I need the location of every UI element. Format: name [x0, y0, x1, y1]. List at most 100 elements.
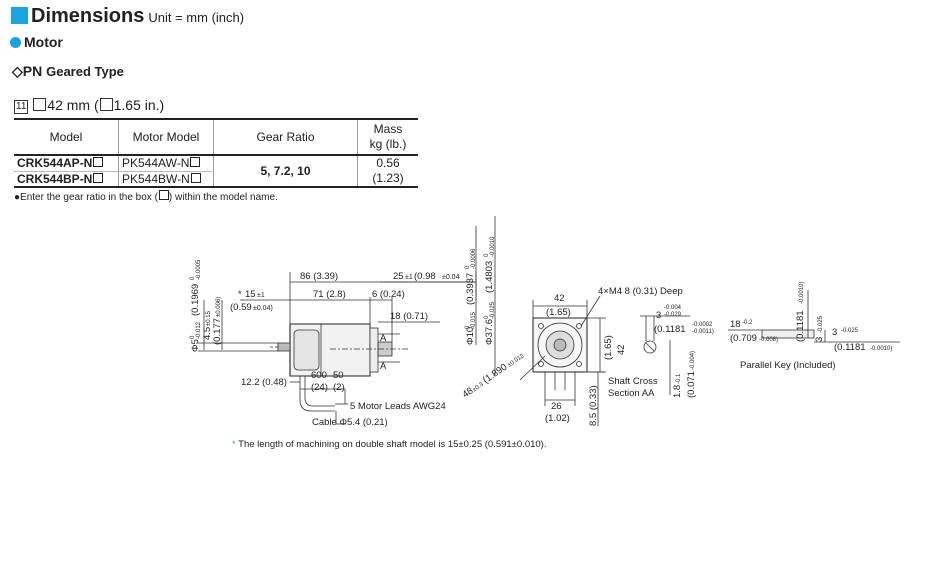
svg-text:0: 0: [190, 276, 196, 280]
connector-block: [293, 329, 320, 371]
dim-122: 12.2 (0.48): [241, 377, 287, 388]
dim-48: 48: [460, 385, 475, 400]
dim-6: 6 (0.24): [372, 289, 405, 300]
svg-text:±0.012: ±0.012: [507, 353, 526, 369]
svg-text:-0.004): -0.004): [690, 351, 696, 370]
svg-text:-0.0005: -0.0005: [196, 259, 202, 280]
svg-text:0: 0: [484, 253, 490, 257]
dim-01181: (0.1181: [654, 324, 686, 335]
spec-table: Model Motor Model Gear Ratio Mass kg (lb…: [14, 118, 418, 188]
figure-number: 11: [14, 100, 29, 114]
asterisk-icon: *: [232, 439, 236, 450]
rear-shaft: [277, 342, 291, 352]
dim-25-in: (0.98: [414, 271, 436, 282]
square-outline-icon: [190, 172, 201, 183]
gearhead-flange: [369, 327, 379, 373]
frame-size-inch: 1.65 in.): [113, 97, 165, 113]
svg-text:±0.006): ±0.006): [216, 297, 222, 317]
svg-text:-0.025: -0.025: [841, 328, 859, 334]
dim-165-side: (1.65): [603, 335, 614, 360]
square-bullet-icon: [11, 7, 28, 24]
mass-cell: 0.56 (1.23): [357, 155, 418, 188]
dim-85: 8.5 (0.33): [588, 385, 599, 426]
gear-ratio-cell: 5, 7.2, 10: [213, 155, 358, 188]
svg-text:0: 0: [190, 335, 196, 339]
dim-18: 18 (0.71): [390, 311, 428, 322]
square-outline-icon: [93, 157, 104, 168]
dim-phi5: Φ5: [190, 339, 201, 352]
dim-18b: 1.8: [672, 385, 683, 398]
pilot-circle: [537, 322, 583, 368]
dim-165-top: (1.65): [546, 307, 571, 318]
svg-text:-0.1: -0.1: [676, 373, 682, 384]
dim-600: 600: [311, 370, 327, 381]
dim-15-tol: ±1: [257, 292, 265, 299]
frame-size-line: 11 42 mm ( 1.65 in.): [14, 97, 164, 114]
dim-phi10-in: (0.3937: [465, 273, 476, 305]
dim-42-side: 42: [616, 344, 627, 355]
svg-text:-0.015: -0.015: [471, 311, 477, 329]
subtype-title: ◇PN Geared Type: [12, 63, 124, 80]
svg-text:-0.029: -0.029: [664, 312, 682, 318]
svg-text:-0.0006: -0.0006: [471, 248, 477, 269]
square-outline-icon: [93, 172, 104, 183]
dim-45: 4.5: [202, 327, 213, 340]
svg-text:-0.0002: -0.0002: [692, 322, 713, 328]
dim-3b-vert: 3: [814, 337, 825, 342]
svg-text:±0.3: ±0.3: [472, 381, 486, 393]
square-outline-icon: [33, 98, 47, 111]
col-mass-label: Mass: [373, 122, 403, 136]
output-shaft-end: [553, 338, 567, 352]
svg-text:-0.0011): -0.0011): [692, 329, 714, 335]
dim-2: (2): [333, 382, 345, 393]
dim-25: 25: [393, 271, 404, 282]
dim-86: 86 (3.39): [300, 271, 338, 282]
parallel-key: [761, 329, 815, 339]
model-cell: CRK544AP-N: [14, 155, 119, 172]
dim-phi10: Φ10: [465, 327, 476, 345]
motor-leads-label: 5 Motor Leads AWG24: [350, 401, 446, 412]
dim-15: 15: [245, 289, 256, 300]
square-outline-icon: [158, 190, 169, 200]
dim-0071: (0.071: [686, 371, 697, 398]
svg-text:0: 0: [465, 265, 471, 269]
dim-25-tol: ±1: [405, 274, 413, 281]
square-outline-icon: [99, 98, 113, 111]
circle-bullet-icon: [10, 37, 21, 48]
dim-059-tol: ±0.04): [253, 305, 273, 312]
footnote: * The length of machining on double shaf…: [232, 439, 547, 450]
col-gear-ratio: Gear Ratio: [213, 118, 358, 156]
subtype-name: Geared Type: [46, 64, 124, 79]
svg-text:-0.2: -0.2: [742, 320, 753, 326]
dim-71: 71 (2.8): [313, 289, 346, 300]
section-label-a: A: [380, 361, 387, 372]
subtype-prefix: ◇PN: [12, 63, 43, 79]
section-title: Motor: [10, 34, 63, 50]
motor-model-cell: PK544AW-N: [118, 155, 214, 172]
dim-phi5-in: (0.1969: [190, 284, 201, 316]
table-row: CRK544BP-N PK544BW-N: [14, 171, 418, 188]
dim-3b: 3: [832, 327, 837, 338]
frame-size: 42 mm (: [47, 97, 99, 113]
col-mass-unit: kg (lb.): [369, 137, 407, 151]
svg-text:-0.025: -0.025: [818, 315, 824, 333]
svg-text:±0.15: ±0.15: [206, 310, 212, 326]
col-motor-model: Motor Model: [118, 118, 214, 156]
cable-label: Cable Φ5.4 (0.21): [312, 417, 388, 428]
section-label-a: A: [380, 333, 387, 344]
svg-text:0: 0: [465, 325, 471, 329]
svg-text:-0.0010: -0.0010: [490, 236, 496, 257]
dim-50: 50: [333, 370, 344, 381]
dim-24: (24): [311, 382, 328, 393]
svg-text:-0.012: -0.012: [196, 321, 202, 339]
dim-42-top: 42: [554, 293, 565, 304]
model-note: ●Enter the gear ratio in the box () with…: [14, 190, 278, 203]
model-cell: CRK544BP-N: [14, 171, 119, 188]
dim-0709: (0.709: [730, 333, 757, 344]
col-model: Model: [14, 118, 119, 156]
dim-01181b-vert: (0.1181: [795, 310, 806, 342]
parallel-key-label: Parallel Key (Included): [740, 360, 836, 371]
svg-text:-0.004: -0.004: [664, 305, 682, 311]
svg-text:-0.0010): -0.0010): [799, 282, 805, 304]
